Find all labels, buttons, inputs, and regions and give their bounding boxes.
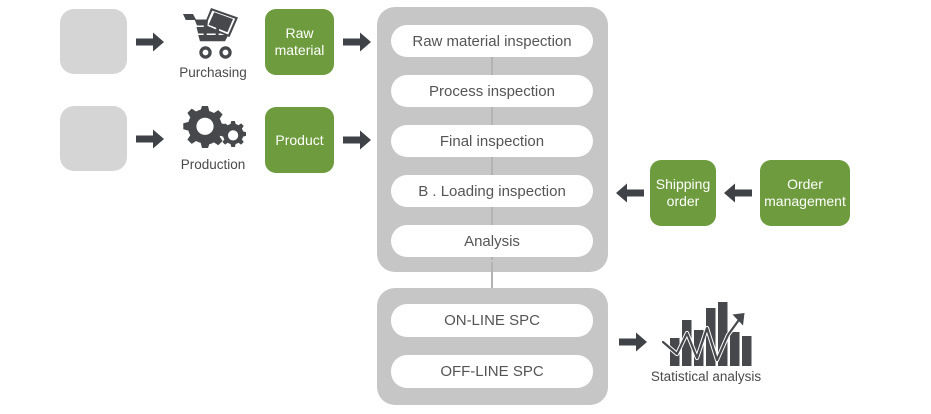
shipping-order-label: Shipping order [655, 176, 711, 209]
stage-raw-material-label: Raw material [274, 25, 325, 58]
production-placeholder [60, 106, 127, 171]
arrow-right-icon-product [341, 129, 373, 151]
arrow-left-icon-order-management [722, 182, 754, 204]
stage-raw-material[interactable]: Raw material [265, 9, 334, 75]
arrow-left-icon-shipping [614, 182, 646, 204]
statistical-analysis-group: Statistical analysis [648, 302, 764, 384]
order-management-label: Order management [764, 176, 846, 209]
panel-connector-line [491, 262, 493, 294]
production-caption: Production [180, 157, 246, 172]
stage-product-label: Product [275, 131, 324, 148]
spc-step-offline[interactable]: OFF-LINE SPC [391, 355, 593, 388]
production-icon-group: Production [170, 104, 256, 172]
shopping-cart-icon [170, 8, 256, 64]
stage-product[interactable]: Product [265, 107, 334, 173]
inspection-step-process[interactable]: Process inspection [391, 75, 593, 107]
order-flow-shipping-order[interactable]: Shipping order [650, 160, 716, 226]
purchasing-caption: Purchasing [179, 65, 247, 80]
purchasing-icon-group: Purchasing [170, 8, 256, 80]
gears-icon [170, 104, 256, 156]
inspection-step-loading[interactable]: B . Loading inspection [391, 175, 593, 207]
arrow-right-icon-raw-material [341, 31, 373, 53]
spc-step-online[interactable]: ON-LINE SPC [391, 304, 593, 337]
arrow-right-icon-production [134, 128, 166, 150]
bar-chart-trend-icon [648, 302, 764, 368]
inspection-step-raw-material[interactable]: Raw material inspection [391, 25, 593, 57]
inspection-step-final[interactable]: Final inspection [391, 125, 593, 157]
inspection-step-analysis[interactable]: Analysis [391, 225, 593, 257]
order-flow-order-management[interactable]: Order management [760, 160, 850, 226]
statistical-analysis-caption: Statistical analysis [650, 369, 762, 384]
purchasing-placeholder [60, 9, 127, 74]
arrow-right-icon-statistical-analysis [617, 331, 649, 353]
inspection-connector-line [491, 55, 493, 260]
arrow-right-icon-purchasing [134, 31, 166, 53]
